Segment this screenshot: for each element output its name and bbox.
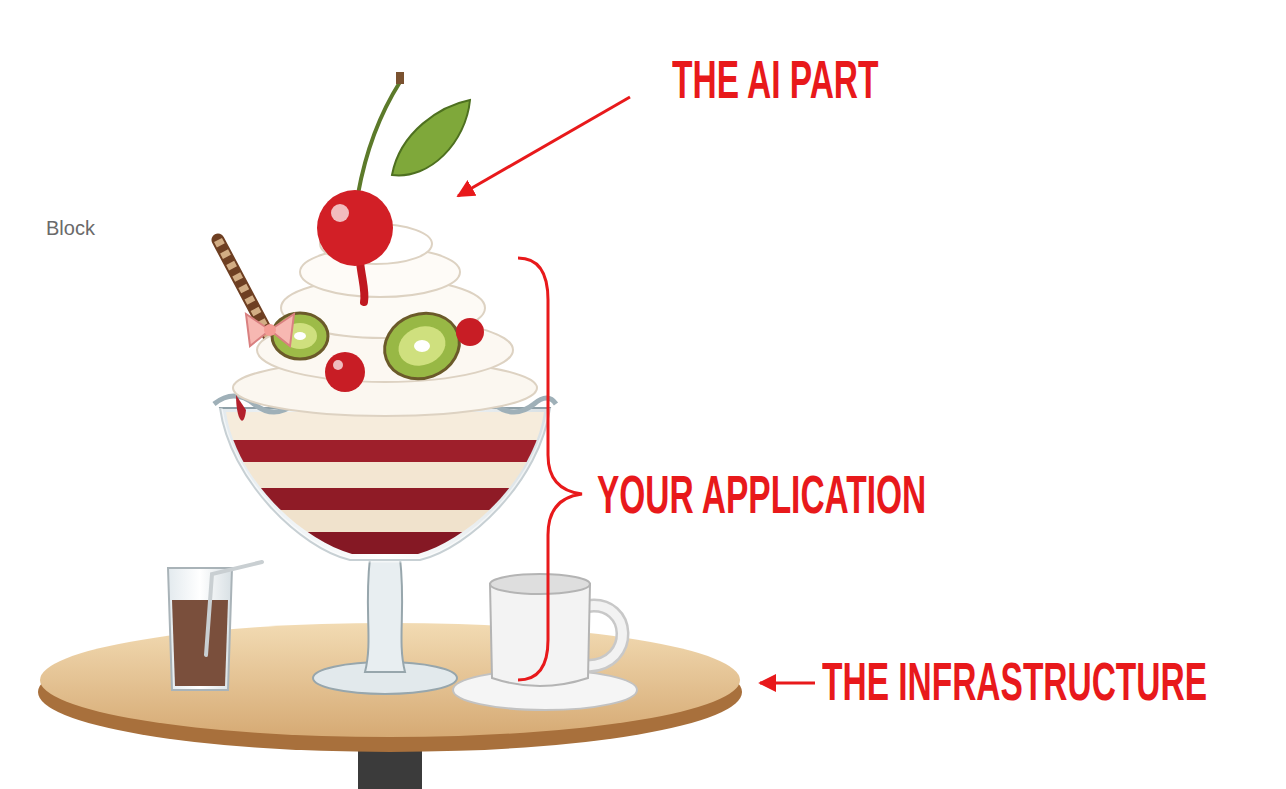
glass-stem: [365, 558, 405, 672]
wafer-stripes: [218, 240, 270, 338]
glass-shine: [220, 408, 550, 560]
cherry-drip: [360, 262, 365, 302]
sundae-layers: [200, 405, 570, 562]
stem-tip: [396, 72, 404, 84]
wafer-stick: [218, 240, 270, 338]
pointer-arrow: [458, 97, 630, 196]
mug-rim: [490, 574, 590, 594]
mug-handle-outline: [588, 606, 623, 666]
bow-knot: [264, 324, 276, 336]
cherry: [317, 190, 393, 266]
kiwi-slice: [375, 303, 468, 389]
chocolate-drink: [172, 600, 228, 686]
cream-layer: [200, 510, 570, 532]
straw: [206, 562, 262, 655]
small-cherry: [456, 318, 484, 346]
cherry-leaf: [392, 100, 470, 175]
kiwi-core: [393, 320, 451, 372]
kiwi-center: [294, 332, 306, 340]
cream-layer: [200, 462, 570, 488]
sauce-drip: [236, 395, 246, 421]
callout-label: THE AI PART: [672, 52, 878, 106]
kiwi-center: [414, 340, 430, 352]
cropped-text: Block: [46, 218, 95, 238]
cherry-highlight: [331, 204, 349, 222]
callout-label: THE INFRASTRUCTURE: [822, 654, 1207, 708]
small-cherry: [325, 352, 365, 392]
cherry-highlight: [333, 360, 343, 370]
curly-brace: [518, 258, 582, 680]
cherry-stem: [358, 82, 400, 194]
pink-bow: [246, 314, 294, 346]
callout-label: YOUR APPLICATION: [597, 467, 926, 521]
drink-glass: [168, 568, 232, 690]
berry-layer: [200, 440, 570, 462]
mug-handle: [588, 606, 623, 666]
pointer-arrow: [760, 682, 815, 685]
